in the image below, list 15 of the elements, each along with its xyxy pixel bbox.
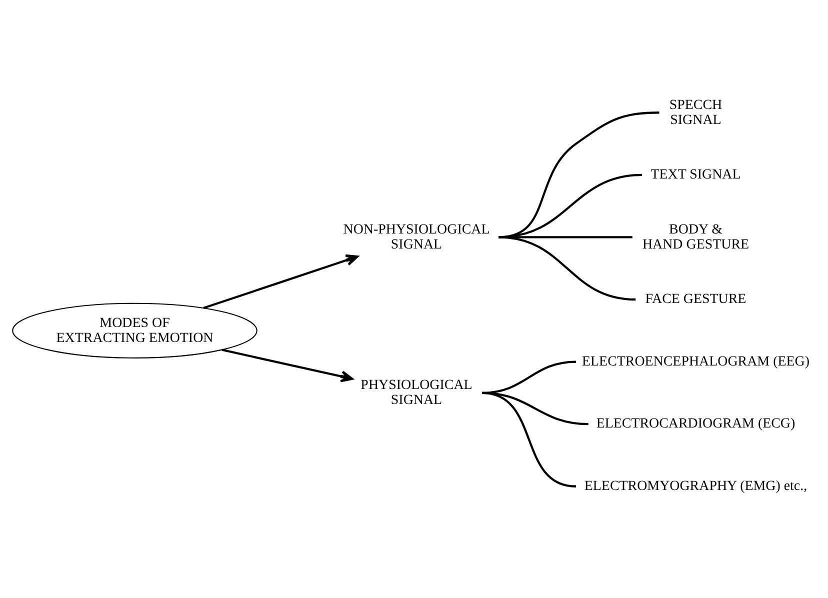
node-text: ELECTROENCEPHALOGRAM (EEG) <box>582 354 810 369</box>
node-text: FACE GESTURE <box>645 292 746 307</box>
connector <box>498 236 636 300</box>
node-text: ELECTROCARDIOGRAM (ECG) <box>596 416 796 432</box>
connector <box>482 360 576 394</box>
arrow <box>222 348 354 382</box>
node-text: BODY & HAND GESTURE <box>642 222 750 252</box>
node-text: PHYSIOLOGICAL SIGNAL <box>360 378 472 408</box>
connector <box>482 391 576 487</box>
node-text: ELECTROMYOGRAPHY (EMG) etc., <box>584 478 808 494</box>
node-text: TEXT SIGNAL <box>650 167 741 182</box>
node-ellipse: MODES OF EXTRACTING EMOTION <box>12 302 258 358</box>
node-text: SPECCH SIGNAL <box>669 97 722 128</box>
arrow <box>203 254 358 309</box>
node-text: NON-PHYSIOLOGICAL SIGNAL <box>343 222 490 252</box>
